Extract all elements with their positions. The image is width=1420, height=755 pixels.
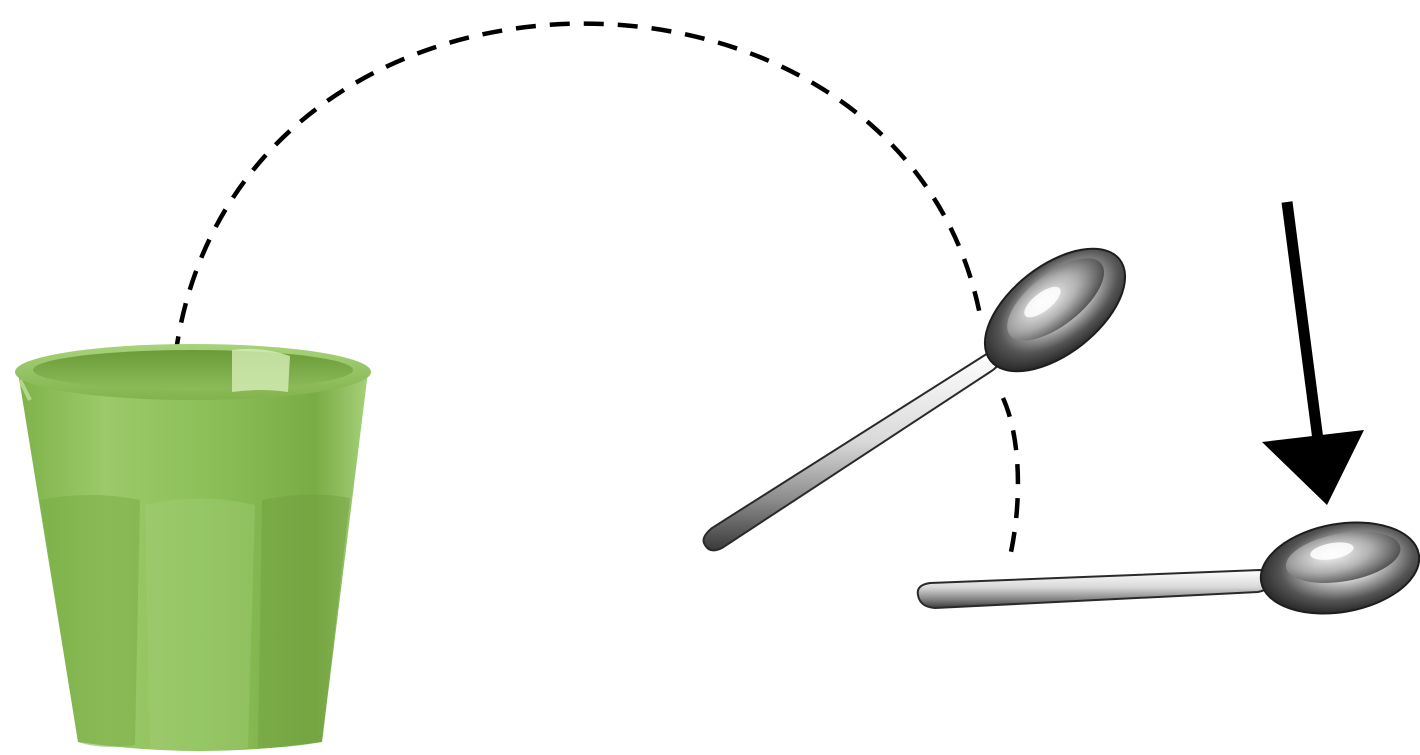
spoon-tilted [702, 247, 1127, 552]
trajectory-drop-path [1000, 397, 1021, 566]
spoon-flat [916, 521, 1420, 615]
cup [15, 344, 371, 752]
trajectory-path [169, 21, 983, 391]
down-arrow-icon [1262, 201, 1364, 505]
